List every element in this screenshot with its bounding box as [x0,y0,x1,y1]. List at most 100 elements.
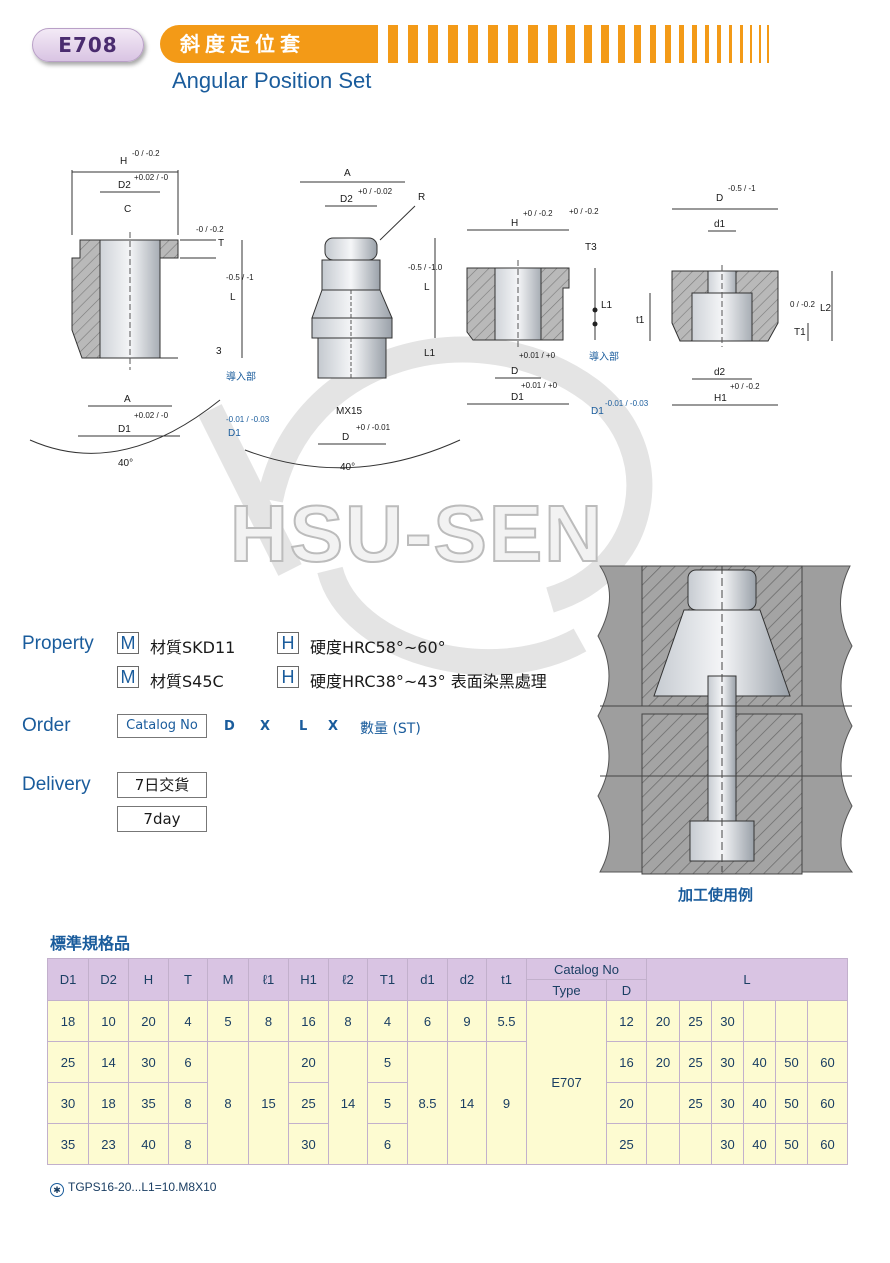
cell-T: 4 [168,1000,208,1042]
stripe-25 [767,25,769,63]
stripe-16 [665,25,671,63]
cell-L: 50 [775,1082,808,1124]
stripe-12 [601,25,609,63]
stripe-20 [717,25,721,63]
th-D1: D1 [47,958,89,1001]
cell-D2: 10 [88,1000,129,1042]
figure-retainer: D -0.5 / -1 d1 t1 T1 0 / -0.2 L2 d2 H1 +… [636,184,833,406]
stripe-24 [759,25,761,63]
cell-L: 50 [775,1123,808,1165]
fig2-L-tol: -0.5 / -1.0 [408,263,443,272]
th-T: T [168,958,208,1001]
fig3-guide: 導入部 [589,350,619,363]
fig2-D-tol: +0 / -0.01 [356,423,391,432]
cell-D1: 35 [47,1123,89,1165]
fig1-T-tol: -0 / -0.2 [196,225,224,234]
cell-L: 30 [711,1041,744,1083]
hardness-1: 硬度HRC58°~60° [310,638,446,657]
stripe-8 [528,25,538,63]
figure-bushing: H -0 / -0.2 D2 +0.02 / -0 C T -0 / -0.2 … [29,149,270,469]
hardness-marker-2: H [277,666,299,688]
fig4-H1: H1 [714,393,727,404]
cell-L [807,1000,848,1042]
material-marker-1: M [117,632,139,654]
cell-type: E707 [526,1000,607,1165]
fig1-D1b-tol: -0.01 / -0.03 [226,415,270,424]
watermark-text: HSU-SEN [229,488,605,579]
table-row: 25 14 30 6 8 15 20 14 5 8.5 14 9 16 20 2… [47,1041,848,1165]
cell-L: 25 [679,1082,712,1124]
cell-D2: 23 [88,1123,129,1165]
order-part-X1: X [260,719,271,734]
cell-T1: 5 [367,1082,408,1124]
code-badge: E708 [32,28,144,62]
stripe-18 [692,25,697,63]
cell-L: 30 [711,1082,744,1124]
fig2-A: A [344,168,351,179]
order-catalog-box: Catalog No [117,714,207,738]
cell-H1: 25 [288,1082,329,1124]
material-1: 材質SKD11 [150,638,236,657]
delivery-label: Delivery [22,774,91,795]
fig3-D1-tol: +0.01 / +0 [521,381,558,390]
fig1-T: T [218,238,224,249]
fig1-three: 3 [216,346,222,357]
cell-L [743,1000,776,1042]
delivery-days-en: 7day [117,806,207,832]
th-type: Type [526,979,607,1001]
fig1-D1b: D1 [228,428,241,439]
table-row: 18 10 20 4 5 8 16 8 4 6 9 5.5 E707 12 20… [47,1000,848,1165]
stripe-10 [566,25,575,63]
fig1-angle: 40° [118,458,133,469]
fig1-A: A [124,394,131,405]
cell-H1: 20 [288,1041,329,1083]
cell-D1: 25 [47,1041,89,1083]
cell-T1: 4 [367,1000,408,1042]
fig4-t1: t1 [636,315,645,326]
cell-D1: 30 [47,1082,89,1124]
cell-l1: 15 [248,1041,289,1165]
cell-L: 30 [711,1123,744,1165]
delivery-days-cn: 7日交貨 [117,772,207,798]
cell-L: 40 [743,1123,776,1165]
spec-table: D1 D2 H T M ℓ1 H1 ℓ2 T1 d1 d2 t1 Catalog… [47,958,848,1165]
th-d1: d1 [407,958,448,1001]
stripe-14 [634,25,641,63]
th-M: M [207,958,249,1001]
fig1-H: H [120,156,127,167]
fig4-D-tol: -0.5 / -1 [728,184,756,193]
fig1-D2-tol: +0.02 / -0 [134,173,169,182]
fig4-D: D [716,193,723,204]
cell-D: 12 [606,1000,647,1042]
material-2: 材質S45C [150,672,224,691]
fig2-D: D [342,432,349,443]
info-icon: ✱ [50,1183,64,1197]
stripe-2 [408,25,418,63]
cell-L [646,1082,680,1124]
fig4-H1-tol: +0 / -0.2 [730,382,760,391]
order-part-L: L [299,719,308,734]
cell-H1: 16 [288,1000,329,1042]
stripe-5 [468,25,478,63]
cell-L: 20 [646,1041,680,1083]
cell-D1: 18 [47,1000,89,1042]
cell-H: 35 [128,1082,169,1124]
cell-d2: 9 [447,1000,487,1042]
fig3-D1b: D1 [591,406,604,417]
order-quantity: 數量 (ST) [360,721,421,737]
cell-H: 30 [128,1041,169,1083]
stripe-7 [508,25,518,63]
cell-H: 20 [128,1000,169,1042]
table-title: 標準規格品 [50,934,131,953]
stripe-19 [705,25,709,63]
hardness-2: 硬度HRC38°~43° 表面染黑處理 [310,672,547,691]
cell-D: 16 [606,1041,647,1083]
figure-sleeve: H +0 / -0.2 T3 +0 / -0.2 L1 D +0.01 / +0… [466,207,649,417]
usage-caption: 加工使用例 [678,886,754,904]
order-part-D: D [224,719,235,734]
order-label: Order [22,715,71,736]
cell-D2: 14 [88,1041,129,1083]
cell-L [775,1000,808,1042]
subtitle-en: Angular Position Set [172,68,372,93]
cell-L: 20 [646,1000,680,1042]
